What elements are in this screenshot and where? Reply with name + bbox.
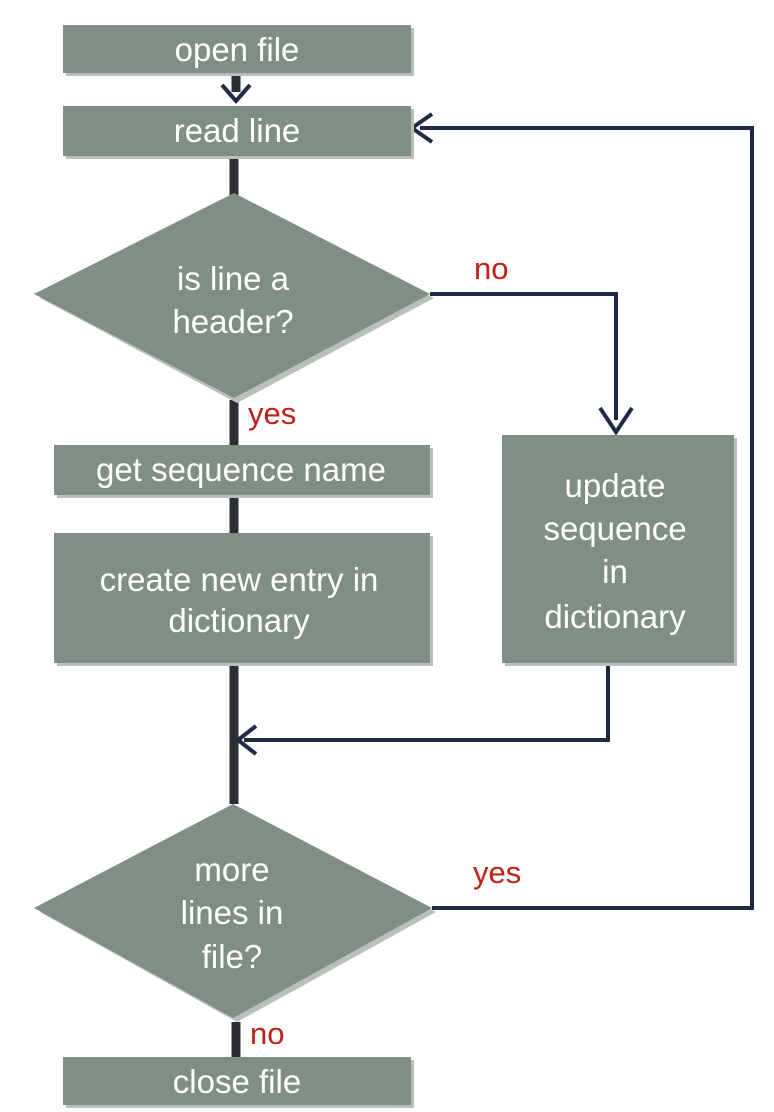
open-file-text: open file	[175, 31, 300, 68]
create-entry-text-2: dictionary	[168, 602, 310, 639]
close-file-text: close file	[173, 1063, 301, 1100]
update-seq-text-4: dictionary	[544, 598, 686, 635]
get-sequence-name-text: get sequence name	[96, 451, 386, 488]
create-entry-text-1: create new entry in	[100, 561, 379, 598]
arrowhead-header-no	[598, 406, 634, 436]
create-entry-node: create new entry in dictionary	[54, 533, 433, 666]
is-header-decision: is line a header?	[34, 193, 434, 403]
more-lines-text-2: lines in	[181, 894, 284, 931]
edge-header-no	[430, 292, 618, 420]
read-line-node: read line	[63, 106, 414, 159]
arrowhead-open-to-read	[220, 83, 252, 105]
close-file-node: close file	[63, 1057, 414, 1108]
update-seq-text-2: sequence	[543, 510, 686, 547]
edge-update-to-merge	[244, 664, 610, 742]
arrowhead-update-merge	[234, 724, 258, 756]
more-lines-text-3: file?	[202, 938, 263, 975]
is-header-text-1: is line a	[177, 260, 290, 297]
more-lines-text-1: more	[194, 851, 269, 888]
update-sequence-node: update sequence in dictionary	[502, 435, 737, 666]
more-lines-decision: more lines in file?	[34, 804, 436, 1022]
edge-more-yes	[420, 126, 754, 910]
get-sequence-name-node: get sequence name	[54, 445, 433, 498]
header-no-label: no	[474, 251, 508, 286]
more-yes-label: yes	[473, 855, 521, 890]
update-seq-text-1: update	[565, 467, 666, 504]
read-line-text: read line	[174, 112, 301, 149]
header-yes-label: yes	[248, 396, 296, 431]
more-no-label: no	[250, 1016, 284, 1051]
is-header-text-2: header?	[172, 303, 293, 340]
open-file-node: open file	[63, 25, 414, 76]
update-seq-text-3: in	[602, 553, 628, 590]
